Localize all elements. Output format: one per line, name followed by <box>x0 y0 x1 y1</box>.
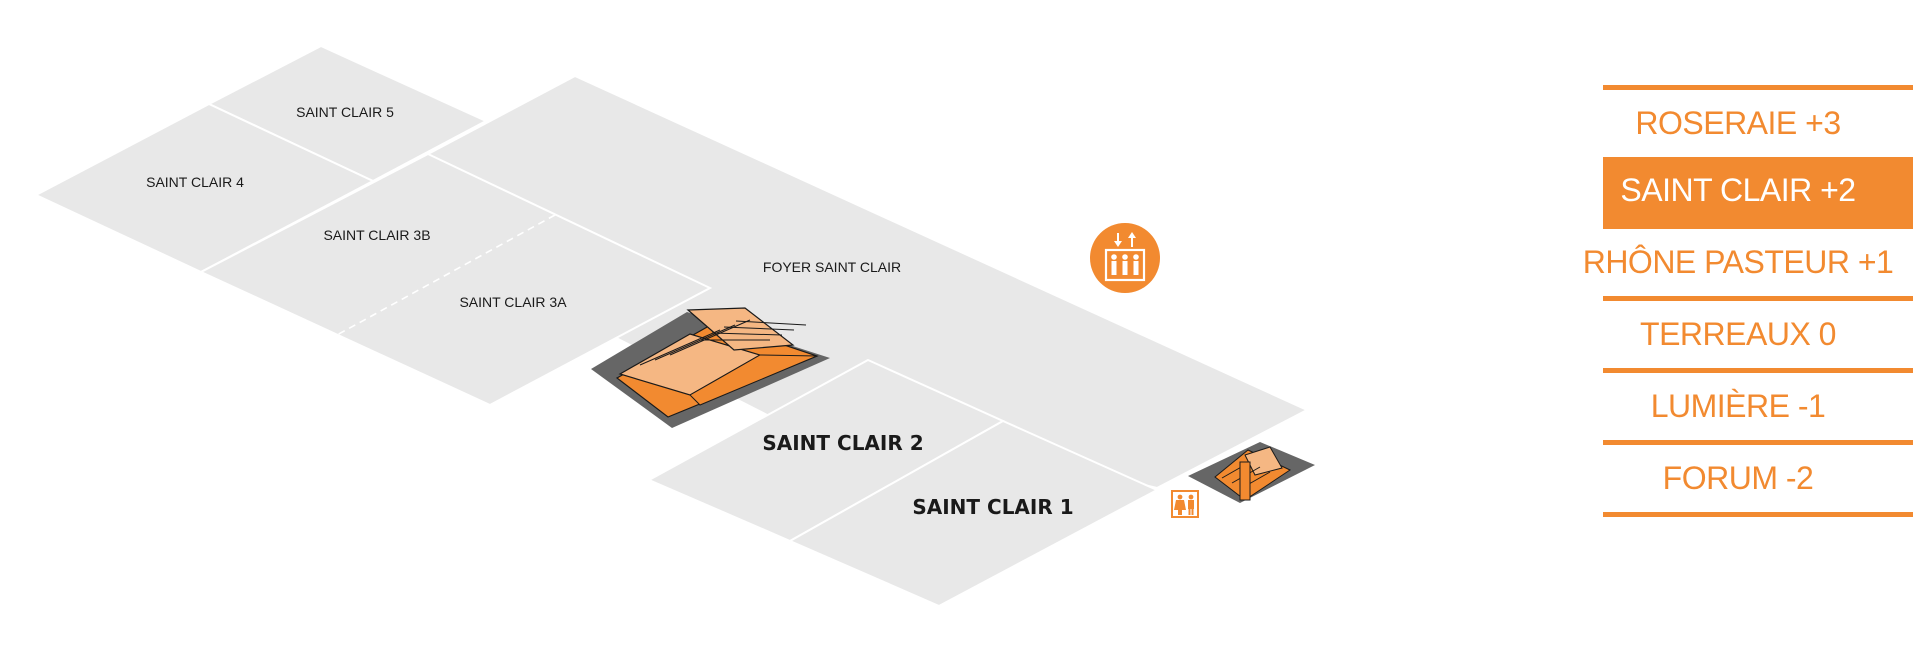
level-item-forum[interactable]: FORUM -2 <box>1603 445 1913 512</box>
level-item-saint-clair[interactable]: SAINT CLAIR +2 <box>1603 157 1913 224</box>
level-selector: ROSERAIE +3 SAINT CLAIR +2 RHÔNE PASTEUR… <box>1583 85 1913 517</box>
room-label-saint-clair-5: SAINT CLAIR 5 <box>296 104 394 120</box>
divider-3a-3b <box>336 214 556 336</box>
level-divider <box>1603 224 1913 229</box>
level-divider <box>1603 85 1913 90</box>
room-label-saint-clair-3b: SAINT CLAIR 3B <box>323 227 430 243</box>
elevator-icon[interactable] <box>1090 223 1160 293</box>
room-label-saint-clair-3a: SAINT CLAIR 3A <box>459 294 567 310</box>
level-item-lumiere[interactable]: LUMIÈRE -1 <box>1603 373 1913 440</box>
level-item-roseraie[interactable]: ROSERAIE +3 <box>1603 90 1913 157</box>
restroom-icon[interactable] <box>1171 490 1199 518</box>
room-saint-clair-1[interactable] <box>787 419 1160 608</box>
level-divider <box>1603 440 1913 445</box>
room-label-saint-clair-1: SAINT CLAIR 1 <box>912 495 1073 519</box>
level-divider <box>1603 296 1913 301</box>
level-item-terreaux[interactable]: TERREAUX 0 <box>1603 301 1913 368</box>
staircase-icon <box>591 307 830 428</box>
staircase-icon <box>1188 442 1315 503</box>
room-label-foyer-saint-clair: FOYER SAINT CLAIR <box>763 259 901 275</box>
room-label-saint-clair-4: SAINT CLAIR 4 <box>146 174 244 190</box>
room-saint-clair-3[interactable] <box>198 152 713 407</box>
room-label-saint-clair-2: SAINT CLAIR 2 <box>762 431 923 455</box>
level-divider <box>1603 512 1913 517</box>
level-item-rhone-pasteur[interactable]: RHÔNE PASTEUR +1 <box>1583 229 1913 296</box>
level-divider <box>1603 368 1913 373</box>
